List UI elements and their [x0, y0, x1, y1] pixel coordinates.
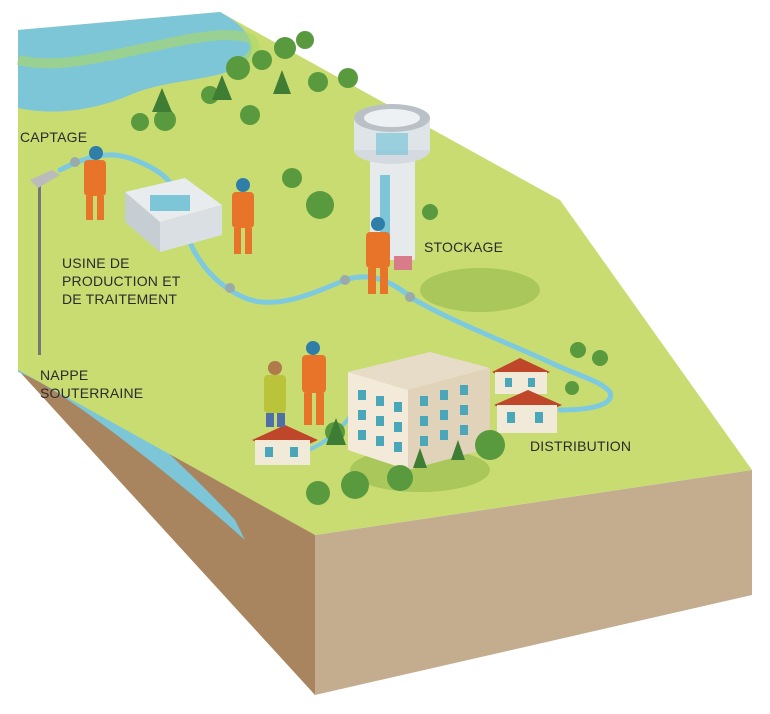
- worker: [232, 178, 254, 254]
- house: [492, 358, 550, 394]
- trees: [131, 31, 608, 505]
- worker: [366, 217, 412, 294]
- valve: [225, 283, 235, 293]
- grass-patch: [420, 268, 540, 312]
- valve: [340, 275, 350, 285]
- apartment-building: [348, 352, 490, 470]
- house: [252, 425, 318, 465]
- treatment-plant: [125, 178, 222, 252]
- label-stockage: STOCKAGE: [424, 239, 504, 255]
- label-usine: USINE DE PRODUCTION ET DE TRAITEMENT: [62, 255, 181, 307]
- conifer-trees: [152, 70, 465, 468]
- inspector: [264, 361, 286, 427]
- soil-front-face: [315, 470, 752, 695]
- valve: [405, 292, 415, 302]
- water-tower: [354, 104, 430, 260]
- worker: [302, 341, 326, 425]
- water-pipe: [57, 152, 614, 413]
- house: [494, 390, 562, 433]
- captage-head: [30, 170, 60, 188]
- label-distribution: DISTRIBUTION: [530, 438, 632, 454]
- valve: [70, 157, 80, 167]
- river-bank: [16, 30, 260, 69]
- worker: [84, 146, 106, 220]
- label-nappe: NAPPE SOUTERRAINE: [40, 367, 144, 401]
- well-pipe: [38, 185, 41, 355]
- label-captage: CAPTAGE: [20, 129, 88, 145]
